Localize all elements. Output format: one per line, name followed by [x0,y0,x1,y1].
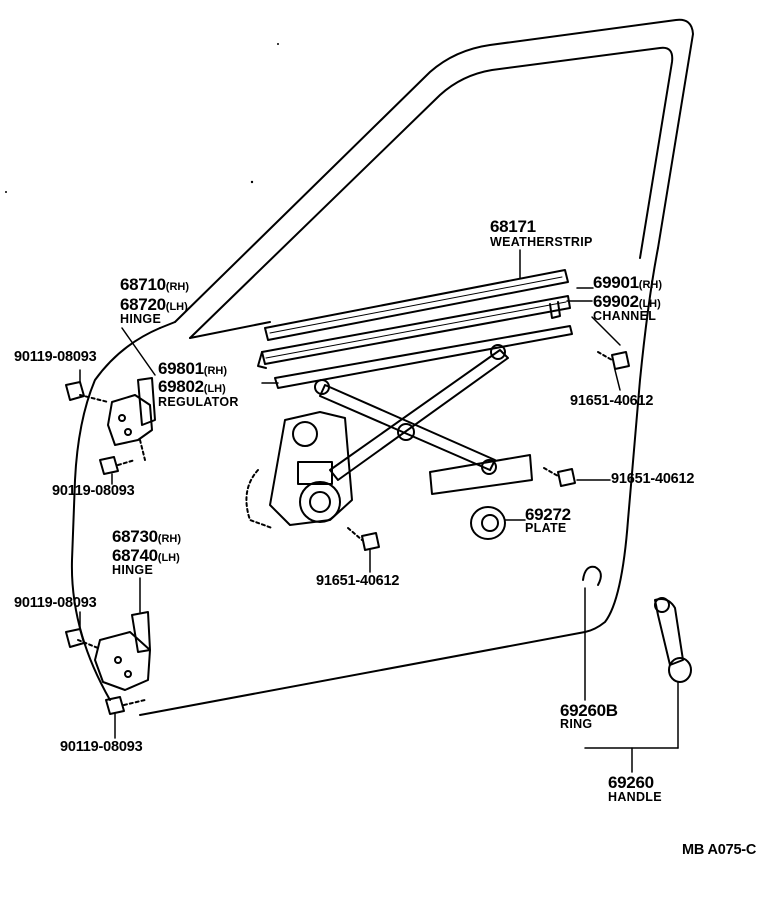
ring-part-name: RING [560,717,593,731]
channel-rh-number: 69901 [593,273,639,292]
bolt-regulator-right-number: 91651-40612 [611,471,695,487]
bolt-upper-hinge-bottom-number: 90119-08093 [52,483,135,499]
bolt-upper-hinge-top-number: 90119-08093 [14,349,97,365]
channel-lh: 69902(LH) [593,293,661,311]
door-body-rear [139,247,659,716]
upper-hinge-lh-suffix: (LH) [165,301,188,313]
door-frame-inner [189,46,674,339]
upper-hinge-rh: 68710(RH) [120,276,189,294]
regulator-arm-cross [329,349,509,481]
lower-hinge-rh-number: 68730 [112,527,158,546]
bolt-regulator-bottom [361,532,380,551]
regulator-rail [274,325,573,389]
bolt-lower-hinge-top-number: 90119-08093 [14,595,97,611]
lower-hinge-rh-suffix: (RH) [157,533,181,545]
bolt-upper-hinge-bottom [99,456,119,475]
regulator-gear-plate [269,411,353,526]
plate-part-name: PLATE [525,521,567,535]
lower-hinge-lh: 68740(LH) [112,547,180,565]
upper-hinge-body [107,394,153,446]
regulator-lh: 69802(LH) [158,378,226,396]
handle-part-name: HANDLE [608,790,662,804]
plate-washer [470,506,506,540]
channel-rh: 69901(RH) [593,274,662,292]
upper-hinge-rh-suffix: (RH) [165,281,189,293]
regulator-arm-main [319,384,496,471]
bolt-regulator-right [557,468,576,487]
upper-hinge-name: HINGE [120,312,162,326]
bolt-regulator-bottom-number: 91651-40612 [316,573,400,589]
ring-clip [582,565,602,586]
regulator-rh: 69801(RH) [158,360,227,378]
handle-part-number: 69260 [608,773,654,792]
regulator-rh-number: 69801 [158,359,204,378]
bolt-lower-hinge-top [65,628,85,648]
ring-part-number: 69260B [560,701,618,720]
channel-rh-suffix: (RH) [638,279,662,291]
lower-hinge-lh-number: 68740 [112,546,158,565]
diagram-code: MB A075-C [682,842,757,858]
weatherstrip-strip [264,269,569,341]
channel-rail [261,295,571,365]
bolt-lower-hinge-bottom-number: 90119-08093 [60,739,143,755]
upper-hinge-lh-number: 68720 [120,295,166,314]
plate-part-number: 69272 [525,505,571,524]
lower-hinge-name: HINGE [112,563,154,577]
door-frame-outer [174,18,694,323]
upper-hinge-rh-number: 68710 [120,275,166,294]
lower-hinge-rh: 68730(RH) [112,528,181,546]
lower-hinge-body [94,631,151,691]
regulator-rh-suffix: (RH) [203,365,227,377]
bolt-channel-number: 91651-40612 [570,393,654,409]
bolt-channel [611,351,630,370]
channel-lh-number: 69902 [593,292,639,311]
channel-name: CHANNEL [593,309,657,323]
regulator-arm-lower [429,454,533,495]
door-body-front [70,327,161,701]
regulator-lh-suffix: (LH) [203,383,226,395]
weatherstrip-part-name: WEATHERSTRIP [490,235,593,249]
upper-hinge-lh: 68720(LH) [120,296,188,314]
channel-lh-suffix: (LH) [638,298,661,310]
lower-hinge-lh-suffix: (LH) [157,552,180,564]
regulator-lh-number: 69802 [158,377,204,396]
weatherstrip-part-number: 68171 [490,217,536,236]
bolt-upper-hinge-top [65,381,85,401]
door-frame-base [189,321,271,339]
handle-crank [654,598,684,666]
regulator-name: REGULATOR [158,395,239,409]
bolt-lower-hinge-bottom [105,696,125,715]
regulator-gear [299,481,341,523]
